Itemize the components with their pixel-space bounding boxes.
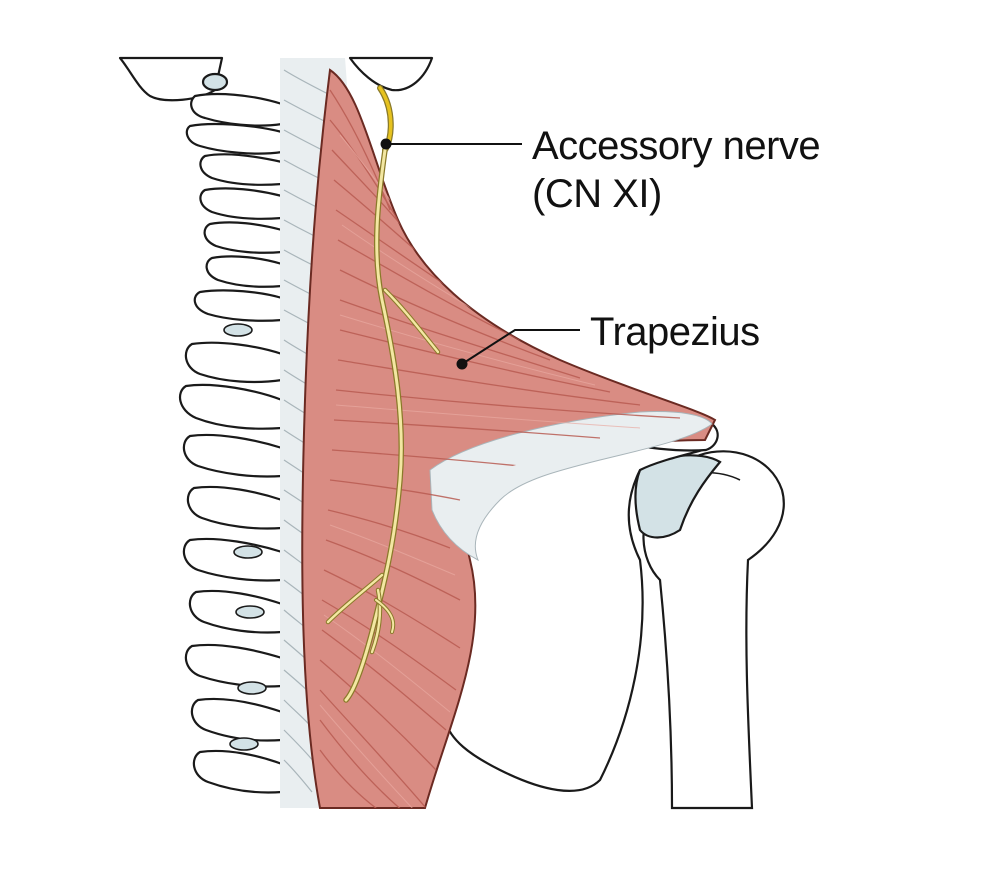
accessory-nerve: [325, 85, 441, 703]
skull-base-right: [348, 56, 434, 92]
trapezius-muscle: [280, 58, 717, 809]
leader-dot-nerve: [380, 138, 392, 150]
trapezius-aponeurosis: [429, 411, 713, 562]
skull-base-left: [118, 56, 224, 102]
humerus: [634, 450, 785, 810]
leader-lines: [380, 138, 580, 370]
vertebral-column: [118, 56, 434, 794]
accessory-nerve-label-line2: (CN XI): [532, 172, 662, 216]
accessory-nerve-label-line1: Accessory nerve: [532, 124, 821, 168]
trapezius-label: Trapezius: [590, 310, 760, 354]
leader-line-trapezius: [461, 329, 580, 365]
accessory-nerve-label: Accessory nerve (CN XI): [532, 122, 821, 218]
leader-dot-trapezius: [456, 358, 468, 370]
